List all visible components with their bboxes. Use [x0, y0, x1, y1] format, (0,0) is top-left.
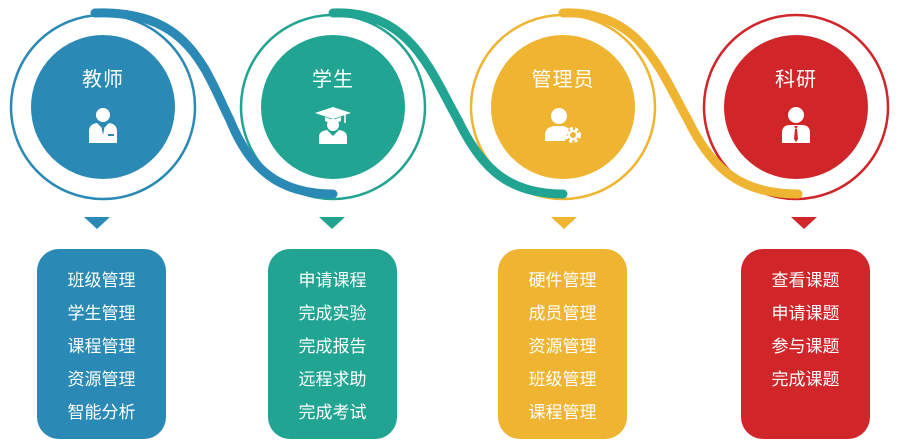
band-yellow — [558, 8, 803, 199]
ring-research — [702, 13, 890, 201]
role-title: 科研 — [775, 67, 817, 91]
menu-item[interactable]: 课程管理 — [528, 403, 597, 423]
menu-item[interactable]: 完成考试 — [298, 403, 367, 423]
menu-item[interactable]: 资源管理 — [67, 370, 136, 390]
role-student: 学生 — [261, 35, 405, 179]
menu-item[interactable]: 查看课题 — [771, 271, 840, 291]
menu-item[interactable]: 课程管理 — [67, 337, 136, 357]
down-arrow-teacher — [84, 217, 110, 229]
menu-item[interactable]: 申请课程 — [298, 271, 367, 291]
role-title: 学生 — [312, 67, 354, 91]
graduate-icon — [315, 107, 351, 144]
menu-item[interactable]: 成员管理 — [528, 304, 597, 324]
researcher-icon — [782, 107, 810, 143]
card-student: 申请课程 完成实验 完成报告 远程求助 完成考试 — [268, 249, 397, 439]
role-title: 教师 — [82, 67, 124, 91]
menu-item[interactable]: 完成课题 — [771, 370, 840, 390]
menu-item[interactable]: 硬件管理 — [528, 271, 597, 291]
menu-item[interactable]: 学生管理 — [67, 304, 136, 324]
menu-item[interactable]: 班级管理 — [67, 271, 136, 291]
role-title: 管理员 — [531, 67, 595, 91]
teacher-icon — [89, 108, 117, 143]
menu-item[interactable]: 资源管理 — [528, 337, 597, 357]
menu-item[interactable]: 智能分析 — [67, 403, 136, 423]
card-research: 查看课题 申请课题 参与课题 完成课题 — [741, 249, 870, 439]
menu-item[interactable]: 班级管理 — [528, 370, 597, 390]
band-blue — [90, 8, 338, 199]
down-arrow-research — [791, 217, 817, 229]
menu-item[interactable]: 完成报告 — [298, 337, 367, 357]
menu-item[interactable]: 完成实验 — [298, 304, 367, 324]
menu-item[interactable]: 申请课题 — [771, 304, 840, 324]
role-teacher: 教师 — [31, 35, 175, 179]
menu-item[interactable]: 远程求助 — [298, 370, 367, 390]
down-arrow-admin — [551, 217, 577, 229]
menu-item[interactable]: 参与课题 — [771, 337, 840, 357]
role-admin: 管理员 — [491, 35, 635, 179]
band-teal — [328, 8, 568, 199]
admin-gear-icon — [545, 108, 581, 143]
card-admin: 硬件管理 成员管理 资源管理 班级管理 课程管理 — [498, 249, 627, 439]
down-arrow-student — [319, 217, 345, 229]
role-research: 科研 — [724, 35, 868, 179]
card-teacher: 班级管理 学生管理 课程管理 资源管理 智能分析 — [37, 249, 166, 439]
